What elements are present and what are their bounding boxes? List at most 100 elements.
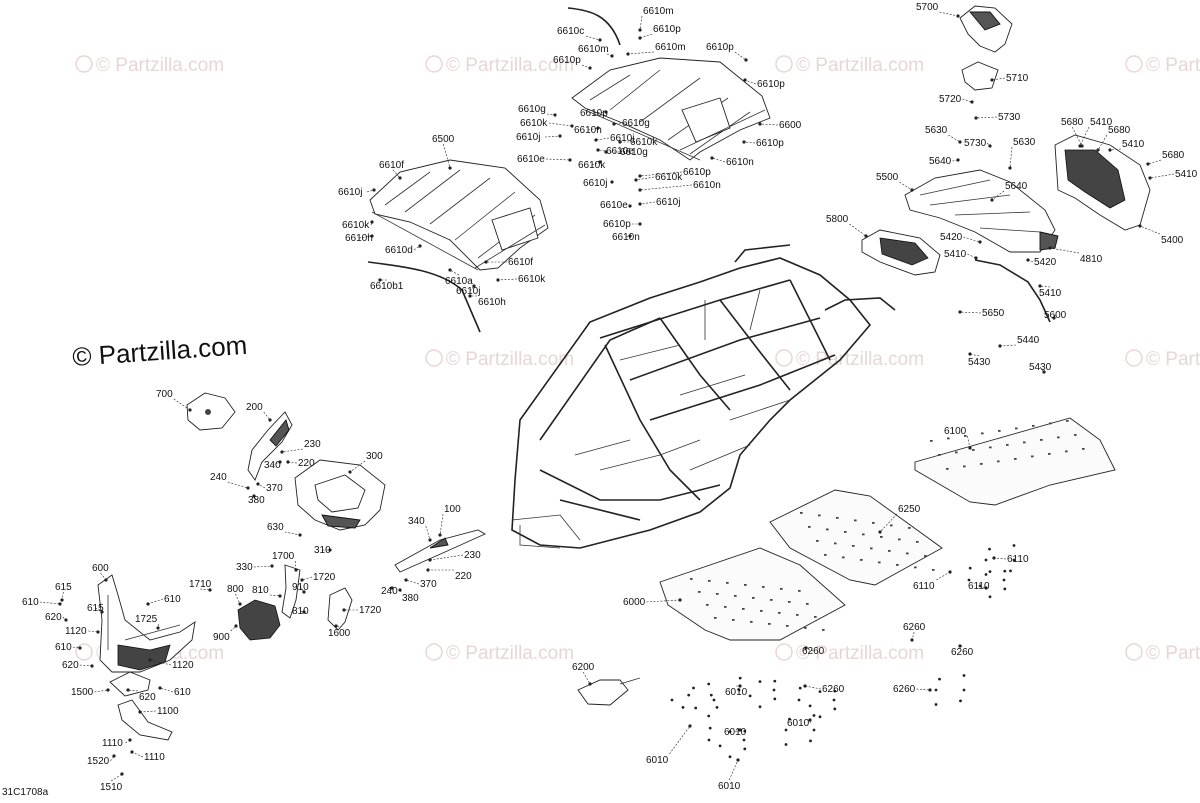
callout-label[interactable]: 1725 bbox=[135, 614, 158, 625]
callout-label[interactable]: 6010 bbox=[787, 718, 810, 729]
callout-label[interactable]: 5640 bbox=[1005, 181, 1028, 192]
callout-label[interactable]: 6110 bbox=[1007, 554, 1029, 565]
callout-label[interactable]: 810 bbox=[252, 585, 269, 596]
callout-label[interactable]: 6600 bbox=[779, 120, 802, 131]
callout-label[interactable]: 6500 bbox=[432, 134, 455, 145]
callout-label[interactable]: 100 bbox=[444, 504, 461, 515]
callout-label[interactable]: 6610g bbox=[620, 147, 648, 158]
callout-label[interactable]: 6010 bbox=[725, 687, 748, 698]
callout-label[interactable]: 6610k bbox=[518, 274, 546, 285]
callout-label[interactable]: 6260 bbox=[802, 646, 825, 657]
callout-label[interactable]: 6110 bbox=[913, 581, 935, 592]
callout-label[interactable]: 615 bbox=[55, 582, 72, 593]
callout-label[interactable]: 6610p bbox=[756, 138, 784, 149]
callout-label[interactable]: 6610j bbox=[516, 132, 540, 143]
callout-label[interactable]: 1510 bbox=[100, 782, 123, 793]
callout-label[interactable]: 5630 bbox=[925, 125, 948, 136]
callout-label[interactable]: 900 bbox=[213, 632, 230, 643]
callout-label[interactable]: 340 bbox=[264, 460, 281, 471]
callout-label[interactable]: 6610m bbox=[655, 42, 686, 53]
callout-label[interactable]: 380 bbox=[248, 495, 265, 506]
callout-label[interactable]: 6110 bbox=[968, 581, 990, 592]
callout-label[interactable]: 6610b1 bbox=[370, 281, 404, 292]
callout-label[interactable]: 610 bbox=[22, 597, 39, 608]
callout-label[interactable]: 6610p bbox=[653, 24, 681, 35]
callout-label[interactable]: 5700 bbox=[916, 2, 939, 13]
callout-label[interactable]: 5410 bbox=[1175, 169, 1198, 180]
callout-label[interactable]: 6260 bbox=[951, 647, 974, 658]
callout-label[interactable]: 5730 bbox=[998, 112, 1021, 123]
callout-label[interactable]: 330 bbox=[236, 562, 253, 573]
callout-label[interactable]: 6610m bbox=[578, 44, 609, 55]
callout-label[interactable]: 380 bbox=[402, 593, 419, 604]
callout-label[interactable]: 1120 bbox=[172, 660, 194, 671]
callout-label[interactable]: 5680 bbox=[1108, 125, 1131, 136]
callout-label[interactable]: 230 bbox=[464, 550, 481, 561]
callout-label[interactable]: 620 bbox=[62, 660, 79, 671]
callout-label[interactable]: 5720 bbox=[939, 94, 962, 105]
callout-label[interactable]: 6610n bbox=[612, 232, 640, 243]
callout-label[interactable]: 5500 bbox=[876, 172, 899, 183]
callout-label[interactable]: 6250 bbox=[898, 504, 921, 515]
callout-label[interactable]: 5680 bbox=[1061, 117, 1084, 128]
callout-label[interactable]: 6610j bbox=[456, 286, 480, 297]
callout-label[interactable]: 370 bbox=[420, 579, 437, 590]
callout-label[interactable]: 6610p bbox=[683, 167, 711, 178]
callout-label[interactable]: 1500 bbox=[71, 687, 94, 698]
callout-label[interactable]: 5650 bbox=[982, 308, 1005, 319]
callout-label[interactable]: 610 bbox=[55, 642, 72, 653]
callout-label[interactable]: 6610n bbox=[574, 125, 602, 136]
callout-label[interactable]: 6610j bbox=[656, 197, 680, 208]
callout-label[interactable]: 6610k bbox=[342, 220, 370, 231]
callout-label[interactable]: 6610n bbox=[693, 180, 721, 191]
callout-label[interactable]: 610 bbox=[164, 594, 181, 605]
callout-label[interactable]: 1720 bbox=[313, 572, 336, 583]
callout-label[interactable]: 1700 bbox=[272, 551, 295, 562]
callout-label[interactable]: 6610p bbox=[757, 79, 785, 90]
callout-label[interactable]: 1720 bbox=[359, 605, 382, 616]
callout-label[interactable]: 6260 bbox=[822, 684, 845, 695]
callout-label[interactable]: 630 bbox=[267, 522, 284, 533]
callout-label[interactable]: 620 bbox=[45, 612, 62, 623]
callout-label[interactable]: 5730 bbox=[964, 138, 987, 149]
callout-label[interactable]: 910 bbox=[292, 582, 309, 593]
callout-label[interactable]: 5400 bbox=[1161, 235, 1184, 246]
callout-label[interactable]: 600 bbox=[92, 563, 109, 574]
callout-label[interactable]: 6610p bbox=[706, 42, 734, 53]
callout-label[interactable]: 5420 bbox=[1034, 257, 1057, 268]
callout-label[interactable]: 5640 bbox=[929, 156, 952, 167]
callout-label[interactable]: 6610n bbox=[726, 157, 754, 168]
callout-label[interactable]: 6610e bbox=[517, 154, 545, 165]
callout-label[interactable]: 5710 bbox=[1006, 73, 1029, 84]
callout-label[interactable]: 300 bbox=[366, 451, 383, 462]
callout-label[interactable]: 1600 bbox=[328, 628, 351, 639]
callout-label[interactable]: 6610d bbox=[385, 245, 413, 256]
callout-label[interactable]: 1100 bbox=[157, 706, 179, 717]
callout-label[interactable]: 800 bbox=[227, 584, 244, 595]
callout-label[interactable]: 6010 bbox=[724, 727, 747, 738]
callout-label[interactable]: 5800 bbox=[826, 214, 849, 225]
callout-label[interactable]: 6100 bbox=[944, 426, 967, 437]
callout-label[interactable]: 6610h bbox=[345, 233, 373, 244]
callout-label[interactable]: 1120 bbox=[65, 626, 87, 637]
callout-label[interactable]: 370 bbox=[266, 483, 283, 494]
callout-label[interactable]: 5410 bbox=[1039, 288, 1062, 299]
callout-label[interactable]: 6610k bbox=[520, 118, 548, 129]
callout-label[interactable]: 6610c bbox=[557, 26, 584, 37]
callout-label[interactable]: 6610h bbox=[478, 297, 506, 308]
callout-label[interactable]: 240 bbox=[381, 586, 398, 597]
callout-label[interactable]: 220 bbox=[298, 458, 315, 469]
callout-label[interactable]: 6610f bbox=[508, 257, 533, 268]
callout-label[interactable]: 220 bbox=[455, 571, 472, 582]
callout-label[interactable]: 610 bbox=[174, 687, 191, 698]
callout-label[interactable]: 6000 bbox=[623, 597, 646, 608]
callout-label[interactable]: 340 bbox=[408, 516, 425, 527]
callout-label[interactable]: 5630 bbox=[1013, 137, 1036, 148]
callout-label[interactable]: 6610p bbox=[580, 108, 608, 119]
callout-label[interactable]: 6010 bbox=[718, 781, 741, 792]
callout-label[interactable]: 5430 bbox=[1029, 362, 1052, 373]
callout-label[interactable]: 5440 bbox=[1017, 335, 1040, 346]
callout-label[interactable]: 810 bbox=[292, 606, 309, 617]
callout-label[interactable]: 1110 bbox=[144, 752, 165, 763]
callout-label[interactable]: 5410 bbox=[944, 249, 967, 260]
